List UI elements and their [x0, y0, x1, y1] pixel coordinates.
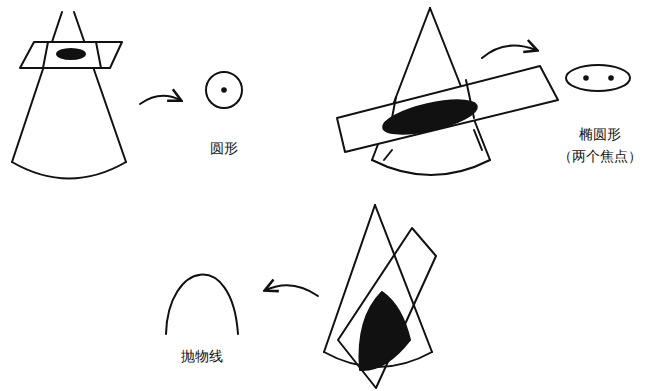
cutting-plane	[337, 66, 558, 152]
cutting-plane	[338, 228, 436, 388]
cone-ellipse-cut	[337, 8, 558, 175]
shape-label: 抛物线	[181, 348, 223, 365]
shape-label: 圆形	[210, 140, 238, 157]
arrow	[482, 46, 536, 59]
focus-dot	[584, 76, 588, 80]
arrow	[140, 96, 180, 104]
parabola-curve	[166, 275, 238, 334]
cone-circle-cut	[12, 12, 126, 179]
cone-parabola-cut	[324, 205, 436, 388]
circle-shape	[206, 72, 242, 108]
section-parabola	[359, 292, 410, 370]
section-circle	[57, 49, 85, 59]
cone-side	[74, 12, 126, 162]
center-dot	[222, 88, 226, 92]
cone-base	[372, 160, 490, 175]
cone-side	[384, 130, 482, 160]
cone-side	[12, 12, 62, 162]
shape-label: 椭圆形	[579, 126, 621, 143]
arrow	[266, 285, 318, 296]
shape-label: （两个焦点）	[558, 148, 642, 165]
cone-side	[43, 42, 101, 68]
focus-dot	[609, 76, 613, 80]
cone-base	[12, 162, 126, 179]
section-ellipse	[380, 94, 479, 141]
cutting-plane	[20, 42, 122, 68]
ellipse-shape	[566, 65, 630, 91]
